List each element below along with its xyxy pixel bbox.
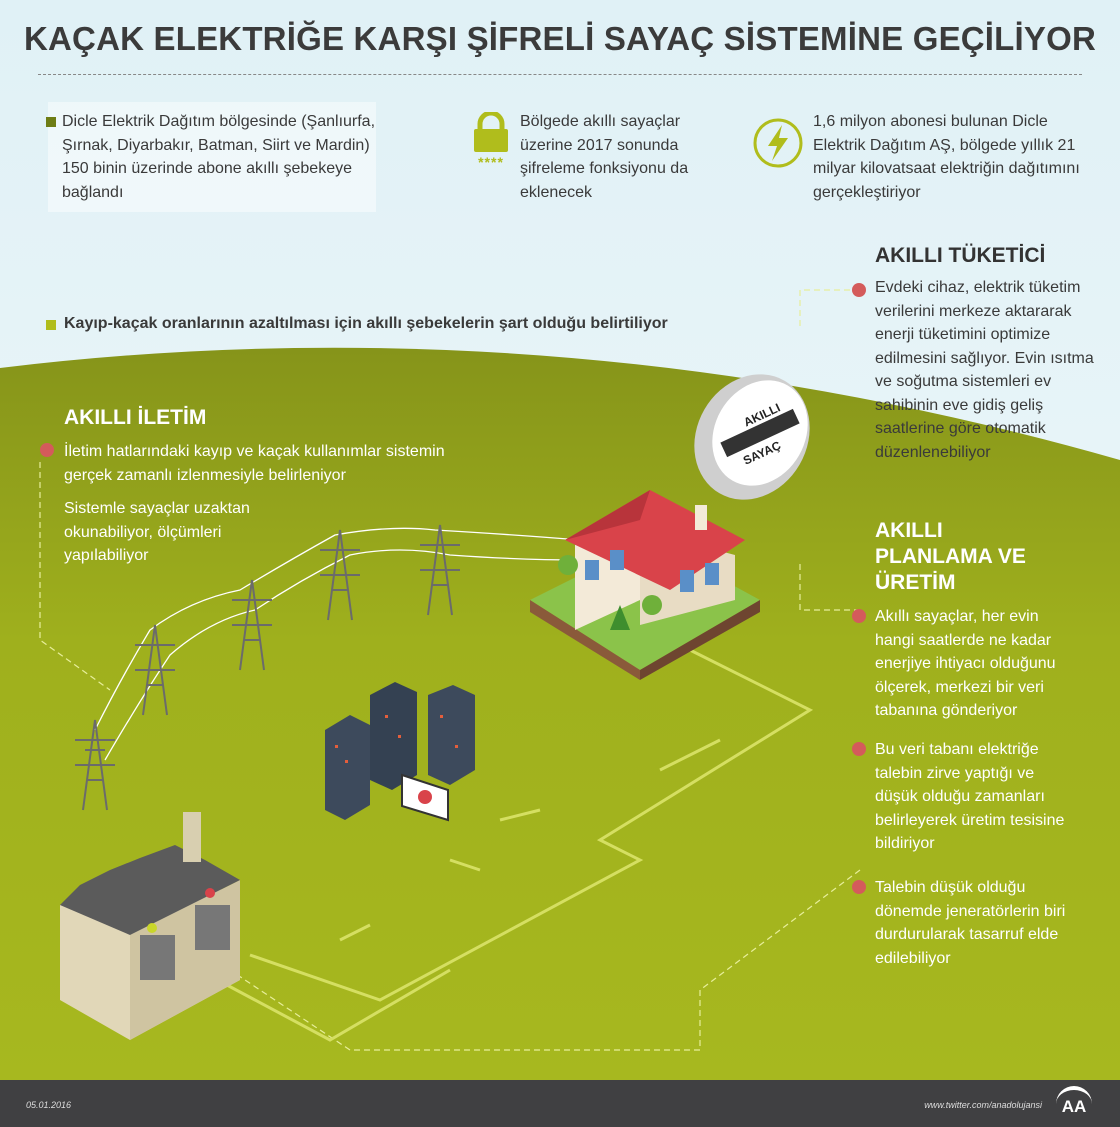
pylons [75,524,460,811]
square-bullet-icon [46,320,56,330]
footer-date: 05.01.2016 [26,1100,72,1110]
twitter-link[interactable]: www.twitter.com/anadolujansi [924,1100,1042,1110]
data-center-illustration [325,682,475,822]
page-title: KAÇAK ELEKTRİĞE KARŞI ŞİFRELİ SAYAÇ SİST… [23,20,1097,57]
iletim-item-1: İletim hatlarındaki kayıp ve kaçak kulla… [64,443,445,484]
title-divider [38,74,1082,75]
smart-meter-illustration [694,374,810,500]
house-illustration [530,490,760,680]
intro-text-1: Dicle Elektrik Dağıtım bölgesinde (Şanlı… [62,113,376,201]
bullet-dot-icon [40,443,54,457]
intro-text-2: Bölgede akıllı sayaçlar üzerine 2017 son… [520,113,689,201]
lock-code: **** [478,154,504,170]
note-text: Kayıp-kaçak oranlarının azaltılması için… [64,315,668,332]
iletim-item-2: Sistemle sayaçlar uzaktan okunabiliyor, … [64,500,250,564]
bullet-dot-icon [852,880,866,894]
planlama-item-2: Bu veri tabanı elektriğe talebin zirve y… [875,741,1065,852]
planlama-item-3: Talebin düşük olduğu dönemde jeneratörle… [875,879,1066,967]
tuketici-item-1: Evdeki cihaz, elektrik tüketim verilerin… [875,279,1094,461]
lightning-icon [752,117,804,169]
planlama-item-1: Akıllı sayaçlar, her evin hangi saatlerd… [875,608,1056,719]
bullet-dot-icon [852,609,866,623]
aa-logo: AA [1056,1086,1092,1122]
intro-text-3: 1,6 milyon abonesi bulunan Dicle Elektri… [813,113,1080,201]
bullet-dot-icon [852,742,866,756]
green-ground [0,347,1120,1080]
bullet-dot-icon [852,283,866,297]
tuketici-heading: AKILLI TÜKETİCİ [875,244,1046,267]
lock-icon: **** [472,110,510,169]
iletim-heading: AKILLI İLETİM [64,406,207,429]
square-bullet-icon [46,117,56,127]
factory-illustration [60,812,240,1040]
intro-box [48,102,376,212]
planlama-heading: AKILLI PLANLAMA VE ÜRETİM [875,519,1026,594]
footer: 05.01.2016 www.twitter.com/anadolujansi … [0,1080,1120,1127]
